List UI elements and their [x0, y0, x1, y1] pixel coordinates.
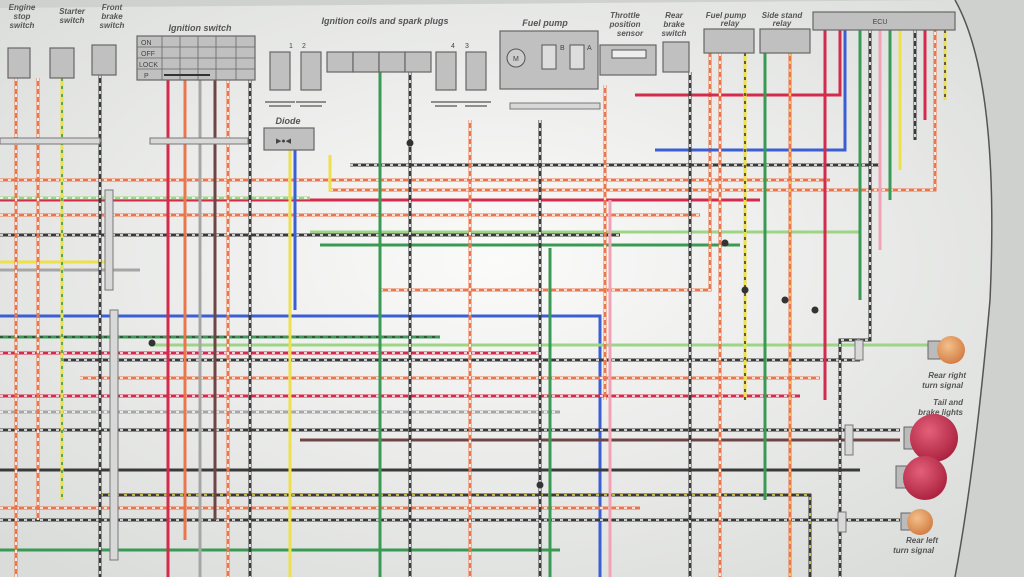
svg-text:2: 2 — [302, 43, 306, 50]
wire-red — [635, 30, 842, 97]
wire-junction — [741, 286, 749, 294]
paper-edge — [954, 0, 993, 577]
wire-junction — [811, 306, 819, 314]
svg-text:ECU: ECU — [873, 19, 888, 26]
ecu: ECU — [812, 11, 956, 31]
connector-block — [104, 189, 114, 291]
svg-text:Fuel pump: Fuel pump — [522, 18, 568, 28]
svg-text:B: B — [560, 45, 565, 52]
wire-junction — [536, 481, 544, 489]
svg-text:1: 1 — [289, 43, 293, 50]
svg-text:4: 4 — [451, 43, 455, 50]
wire-black — [100, 493, 812, 577]
svg-text:3: 3 — [465, 43, 469, 50]
svg-text:Ignition switch: Ignition switch — [169, 23, 232, 33]
wire-junction — [148, 339, 156, 347]
connector-block — [837, 511, 847, 533]
svg-text:M: M — [513, 56, 519, 63]
connector-block — [854, 339, 864, 361]
svg-text:ON: ON — [141, 40, 152, 47]
svg-text:LOCK: LOCK — [139, 62, 158, 69]
wire-blue — [655, 30, 847, 152]
diode: Diode ▶●◀ — [263, 116, 315, 151]
connector-block — [844, 424, 854, 456]
fuel-pump: Fuel pump M B A — [499, 18, 599, 90]
wire-stripe — [330, 30, 936, 191]
svg-text:A: A — [587, 45, 592, 52]
connector-block — [109, 309, 119, 561]
connector-block — [149, 137, 249, 145]
connector-block — [509, 102, 601, 110]
svg-text:▶●◀: ▶●◀ — [276, 138, 292, 145]
wires — [0, 30, 947, 577]
wire-junction — [406, 139, 414, 147]
wire-stripe — [380, 30, 711, 291]
connector-block — [0, 137, 101, 145]
svg-text:Ignition coils and spark plugs: Ignition coils and spark plugs — [321, 16, 448, 26]
svg-text:OFF: OFF — [141, 51, 155, 58]
wire-stripe — [839, 30, 871, 577]
svg-text:Diode: Diode — [275, 116, 300, 126]
wire-junction — [781, 296, 789, 304]
wire-junction — [721, 239, 729, 247]
svg-text:P: P — [144, 73, 149, 80]
ignition-switch: Ignition switch ON OFF LOCK P — [136, 23, 256, 81]
ignition-coils: Ignition coils and spark plugs 1 2 4 3 — [265, 16, 491, 107]
